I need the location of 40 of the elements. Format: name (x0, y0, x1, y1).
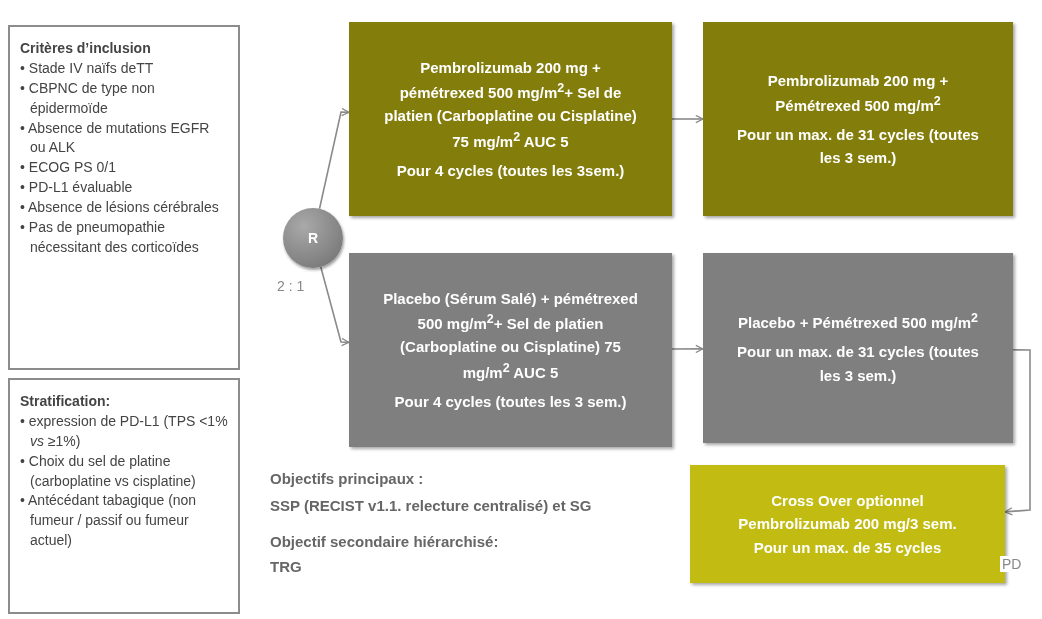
panel-heading: Stratification: (20, 392, 112, 411)
crossover-box (690, 465, 1005, 583)
list-item: • Pas de pneumopathie nécessitant des corticoïdes (20, 217, 200, 257)
list-item: • Absence de lésions cérébrales (20, 198, 220, 217)
box-text: Pour un max. de 31 cycles (toutes les 3 sem.) (736, 125, 980, 169)
list-item: • expression de PD-L1 (TPS <1% vs ≥1%) (20, 411, 228, 451)
objective-text: Objectifs principaux : (270, 470, 424, 487)
objective-text: TRG (270, 558, 302, 575)
list-item: • Choix du sel de platine (carboplatine vs cisplatine) (20, 451, 197, 491)
randomization-circle: R (283, 208, 343, 268)
placebo-box (703, 253, 1013, 443)
ratio-label: 2 : 1 (277, 278, 305, 294)
treatment-box (349, 22, 672, 216)
list-item: • Antécédant tabagique (non fumeur / passif ou fumeur actuel) (20, 491, 198, 551)
objective-text: Objectif secondaire hiérarchisé: (270, 533, 499, 550)
arrow (318, 107, 350, 210)
box-text: Pembrolizumab 200 mg + Pémétrexed 500 mg/m$^{2}$ (766, 70, 950, 116)
list-item: • CBPNC de type non épidermoïde (20, 78, 156, 118)
arrow (320, 266, 350, 347)
arrow (1004, 349, 1031, 516)
box-text: Pour 4 cycles (toutes les 3 sem.) (394, 391, 627, 412)
list-item: • Stade IV naïfs deTT (20, 58, 155, 78)
objective-text: SSP (RECIST v1.1. relecture centralisé) et SG (270, 497, 592, 514)
arrow (671, 344, 704, 354)
panel-heading: Critères d’inclusion (20, 39, 152, 58)
arrow (671, 114, 704, 124)
list-item: • ECOG PS 0/1 (20, 158, 117, 178)
box-text: Pour un max. de 31 cycles (toutes les 3 sem.) (736, 342, 980, 386)
box-text: Placebo (Sérum Salé) + pémétrexed 500 mg/m$^{2}$+ Sel de platien (Carboplatine ou Cisplatine) 75 mg/m$^{2}$ AUC 5 (382, 288, 639, 383)
stratification-panel (8, 378, 240, 614)
placebo-box (349, 253, 672, 447)
list-item: • Absence de mutations EGFR ou ALK (20, 118, 211, 158)
box-text: Cross Over optionnel Pembrolizumab 200 mg/3 sem. Pour un max. de 35 cycles (737, 491, 958, 558)
edge-label: PD (1000, 556, 1024, 572)
box-text: Placebo + Pémétrexed 500 mg/m$^{2}$ (738, 310, 978, 334)
box-text: Pour 4 cycles (toutes les 3sem.) (396, 160, 625, 181)
box-text: Pembrolizumab 200 mg + pémétrexed 500 mg/m$^{2}$+ Sel de platien (Carboplatine ou Cisplatine) 75 mg/m$^{2}$ AUC 5 (383, 57, 638, 152)
list-item: • PD-L1 évaluable (20, 178, 134, 198)
treatment-box (703, 22, 1013, 216)
criteria-panel (8, 25, 240, 370)
